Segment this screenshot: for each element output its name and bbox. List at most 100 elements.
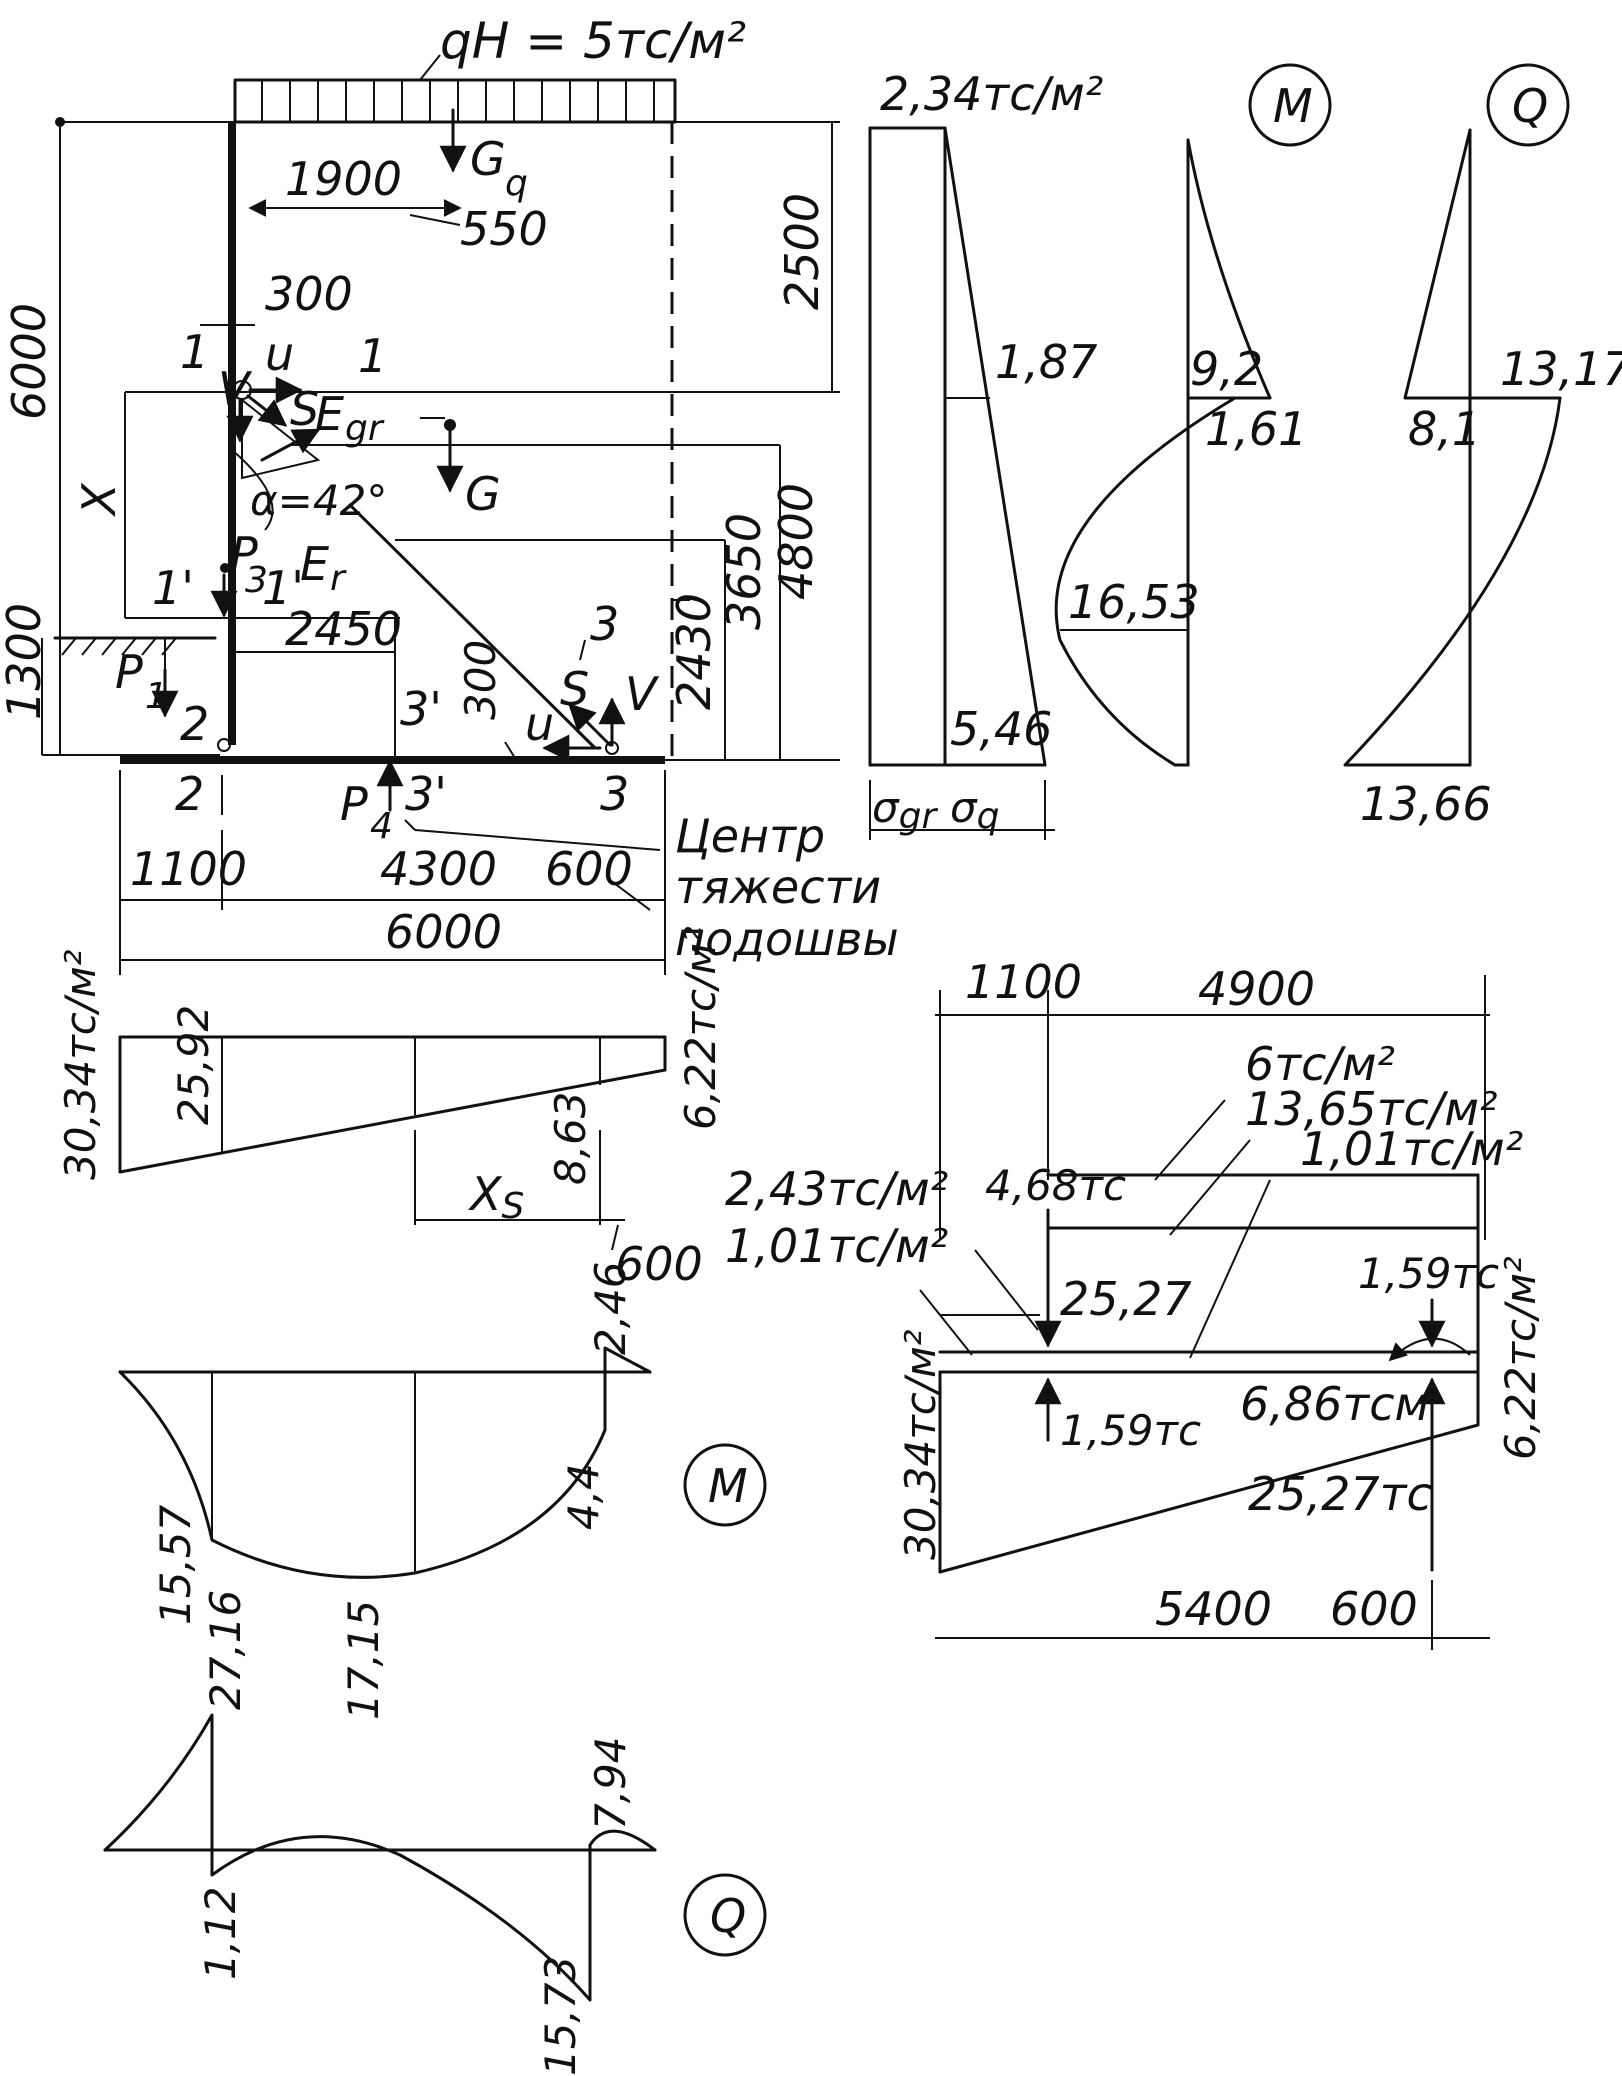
label-sigma-gr: σgr [872,783,938,837]
shear-wall-v2: 8,1 [1408,402,1481,456]
dim-2430: 2430 [667,593,721,710]
load-label-11: 25,27тс [1248,1467,1432,1521]
center-label-3: подошвы [675,912,899,966]
label-Xs: XS [468,1167,524,1227]
section-1p-left: 1' [152,561,194,615]
section-3p-bottom: 3' [405,767,447,821]
section-1-left: 1 [180,325,209,379]
dim-4800: 4800 [769,483,823,600]
circle-Q-top [1486,63,1570,147]
shear-wall-v1: 13,17 [1500,342,1622,396]
moment-base-v3: 27,16 [201,1590,250,1710]
label-V: V [218,362,253,416]
section-1p-right: 1' [262,561,304,615]
section-1-right: 1 [358,329,387,383]
moment-wall-v1: 9,2 [1190,342,1263,396]
dim-6000-vertical: 6000 [2,303,56,420]
circle-M-top [1248,63,1332,147]
label-alpha: α=42° [250,476,387,525]
load-label-4: 2,43тс/м² [725,1162,948,1216]
base-shear-diagram: 7,94 1,12 15,73 Q [103,1713,767,2076]
svg-text:Q: Q [710,1889,746,1943]
moment-base-v2: 15,57 [151,1504,200,1625]
soil-pressure-diagram: 30,34тс/м² 6,22тс/м² 25,92 8,63 XS 600 [56,926,725,1291]
svg-text:G: G [470,132,506,186]
label-Er: E [300,537,329,591]
label-P1: P [115,645,143,699]
dim-2450: 2450 [285,602,402,656]
svg-text:M: M [1273,79,1313,133]
dim-550: 550 [460,202,548,256]
svg-text:r: r [330,558,347,599]
dim-4900: 4900 [1198,962,1315,1016]
dim-300-base: 300 [456,640,505,720]
shear-base-v2: 1,12 [196,1886,245,1980]
dim-1900: 1900 [285,152,402,206]
load-label-12: 30,34тс/м² [896,1329,945,1560]
label-S: S [290,382,319,436]
label-Egr: E [315,387,344,441]
wall-moment-diagram: M 9,2 1,61 16,53 [1054,63,1332,767]
svg-text:gr: gr [345,408,385,449]
load-label-13: 6,22тс/м² [1496,1256,1545,1460]
pressure-value-2: 5,46 [950,702,1052,756]
moment-base-v1: 2,46 [586,1261,635,1355]
label-U-right: u [525,697,554,751]
dim-2500: 2500 [775,193,829,310]
section-3-bottom: 3 [600,767,629,821]
load-label-8: 1,59тс [1060,1406,1201,1455]
dim-600-b: 600 [615,1237,703,1291]
soil-left-label: 30,34тс/м² [56,949,105,1180]
load-label-2: 13,65тс/м² [1245,1082,1497,1136]
shear-wall-v3: 13,66 [1360,777,1492,831]
shear-base-v1: 7,94 [586,1736,635,1830]
soil-mid-value: 25,92 [169,1005,218,1125]
load-label-6: 1,01тс/м² [725,1219,948,1273]
base-moment-diagram: 2,46 15,57 27,16 17,15 4,4 M [118,1261,767,1720]
svg-text:4: 4 [370,806,393,847]
load-label-9: 6,86тсм [1240,1377,1429,1431]
label-V-right: V [625,667,660,721]
svg-text:q: q [505,163,528,204]
load-label-7: 25,27 [1060,1272,1192,1326]
label-P4: P [340,777,368,831]
section-2-top: 2 [180,697,209,751]
dim-1100-b: 1100 [965,955,1082,1009]
dim-4300: 4300 [380,842,497,896]
svg-text:M: M [708,1459,748,1513]
label-sigma-q: σq [950,783,999,837]
section-3-top: 3 [590,597,619,651]
section-2-bottom: 2 [175,767,204,821]
dim-300-top: 300 [265,267,353,321]
anchor-rod [348,503,597,750]
dim-1300: 1300 [0,603,51,720]
wall-shear-diagram: Q 13,17 8,1 13,66 [1343,63,1622,831]
dim-5400: 5400 [1155,1582,1272,1636]
dim-1100: 1100 [130,842,247,896]
center-label-1: Центр [675,809,825,863]
shear-base-v3: 15,73 [536,1956,585,2076]
load-label-5: 4,68тс [985,1161,1126,1210]
label-X: X [72,482,126,517]
load-label-10: 1,59тс [1358,1249,1499,1298]
ground-hatch [61,637,177,656]
circle-Q-bottom [683,1873,767,1957]
label-G: G [465,467,501,521]
base-loads-scheme: 1100 4900 6тс/м² 13,65тс/м² 1,01тс/м² 2,… [725,955,1545,1650]
surcharge-label: qН = 5тс/м² [440,12,746,70]
moment-base-v4: 17,15 [339,1600,388,1720]
pressure-value-1: 1,87 [995,335,1097,389]
svg-text:Q: Q [1512,79,1548,133]
soil-value-2: 8,63 [546,1091,595,1185]
moment-wall-v3: 16,53 [1068,575,1200,629]
surcharge-hatch [261,80,655,122]
wall-scheme: qН = 5тс/м² G q 1900 550 300 [0,12,899,975]
pressure-diagram: 2,34тс/м² 1,87 5,46 σgr σq [868,67,1103,840]
load-label-3: 1,01тс/м² [1300,1122,1523,1176]
label-P3: P [230,527,258,581]
top-pressure-label: 2,34тс/м² [880,67,1103,121]
load-label-1: 6тс/м² [1245,1037,1395,1091]
dim-600-a: 600 [545,842,633,896]
dim-3650: 3650 [717,513,771,630]
